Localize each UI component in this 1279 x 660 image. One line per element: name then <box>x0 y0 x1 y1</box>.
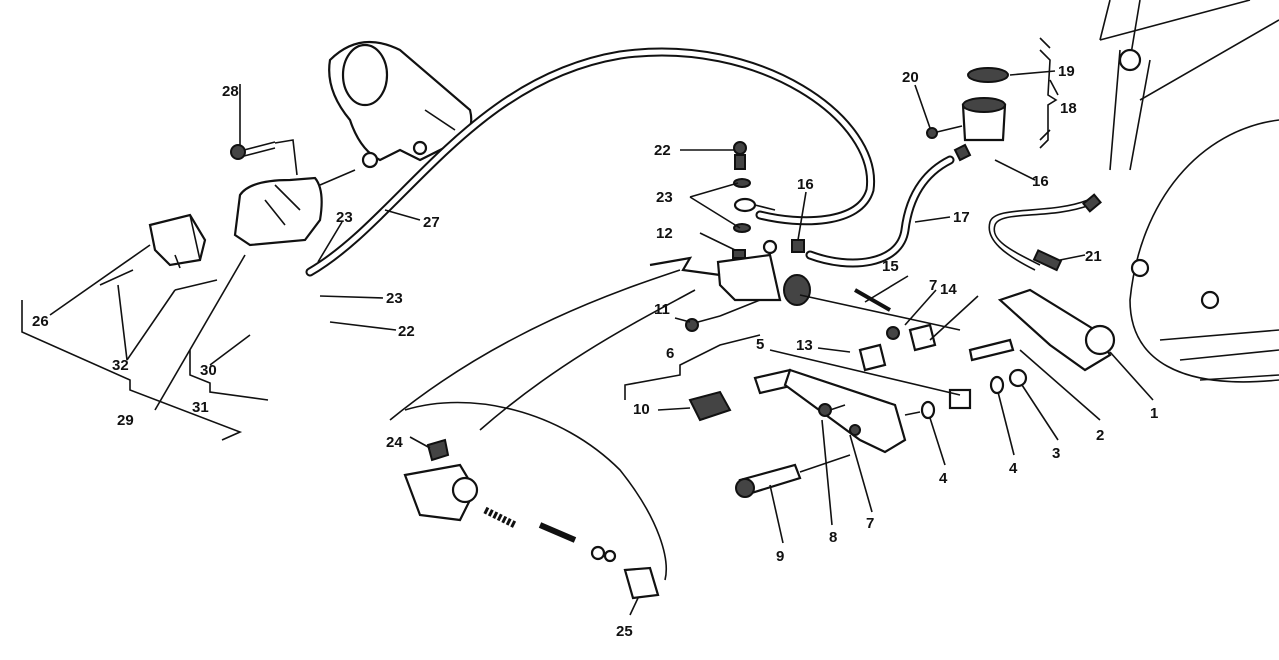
callout-16: 16 <box>797 176 814 193</box>
callout-15: 15 <box>882 258 899 275</box>
callout-32: 32 <box>112 357 129 374</box>
callout-9: 9 <box>776 548 784 565</box>
callout-2: 2 <box>1096 427 1104 444</box>
callout-19: 19 <box>1058 63 1075 80</box>
callout-23: 23 <box>336 209 353 226</box>
callout-12: 12 <box>656 225 673 242</box>
callout-6: 6 <box>666 345 674 362</box>
callout-4: 4 <box>1009 460 1018 477</box>
reservoir <box>926 49 1058 162</box>
callout-25: 25 <box>616 623 633 640</box>
callout-20: 20 <box>902 69 919 86</box>
callout-1: 1 <box>1150 405 1158 422</box>
callout-27: 27 <box>423 214 440 231</box>
callout-4: 4 <box>939 470 948 487</box>
callout-30: 30 <box>200 362 217 379</box>
callout-5: 5 <box>756 336 764 353</box>
callout-10: 10 <box>633 401 650 418</box>
hose-17 <box>805 155 955 268</box>
callout-21: 21 <box>1085 248 1102 265</box>
callout-14: 14 <box>940 281 957 298</box>
callout-3: 3 <box>1052 445 1060 462</box>
callout-17: 17 <box>953 209 970 226</box>
callout-28: 28 <box>222 83 239 100</box>
callout-18: 18 <box>1060 100 1077 117</box>
callout-13: 13 <box>796 337 813 354</box>
callout-22: 22 <box>654 142 671 159</box>
hose-27 <box>305 47 876 277</box>
master-cylinder-internals <box>403 401 667 600</box>
callout-29: 29 <box>117 412 134 429</box>
callout-22: 22 <box>398 323 415 340</box>
brake-pedal <box>688 288 1116 498</box>
callout-8: 8 <box>829 529 837 546</box>
callout-11: 11 <box>654 301 670 318</box>
callout-24: 24 <box>386 434 403 451</box>
master-cylinder <box>389 141 811 431</box>
callout-16: 16 <box>1032 173 1049 190</box>
leader-lines <box>49 70 1154 616</box>
callout-7: 7 <box>866 515 874 532</box>
bolt-28 <box>230 139 298 176</box>
hose-21 <box>988 193 1102 272</box>
caliper-bracket <box>328 40 473 169</box>
callout-23: 23 <box>656 189 673 206</box>
callout-23: 23 <box>386 290 403 307</box>
brake-pads <box>99 213 218 291</box>
callout-26: 26 <box>32 313 49 330</box>
bracket-lines <box>21 37 1059 441</box>
engine-case-outline <box>1099 0 1279 383</box>
callout-labels: 1 2 3 4 4 5 6 7 7 8 9 10 11 12 13 14 15 … <box>32 63 1158 640</box>
callout-7: 7 <box>929 277 937 294</box>
callout-31: 31 <box>192 399 209 416</box>
brake-caliper <box>233 169 356 247</box>
